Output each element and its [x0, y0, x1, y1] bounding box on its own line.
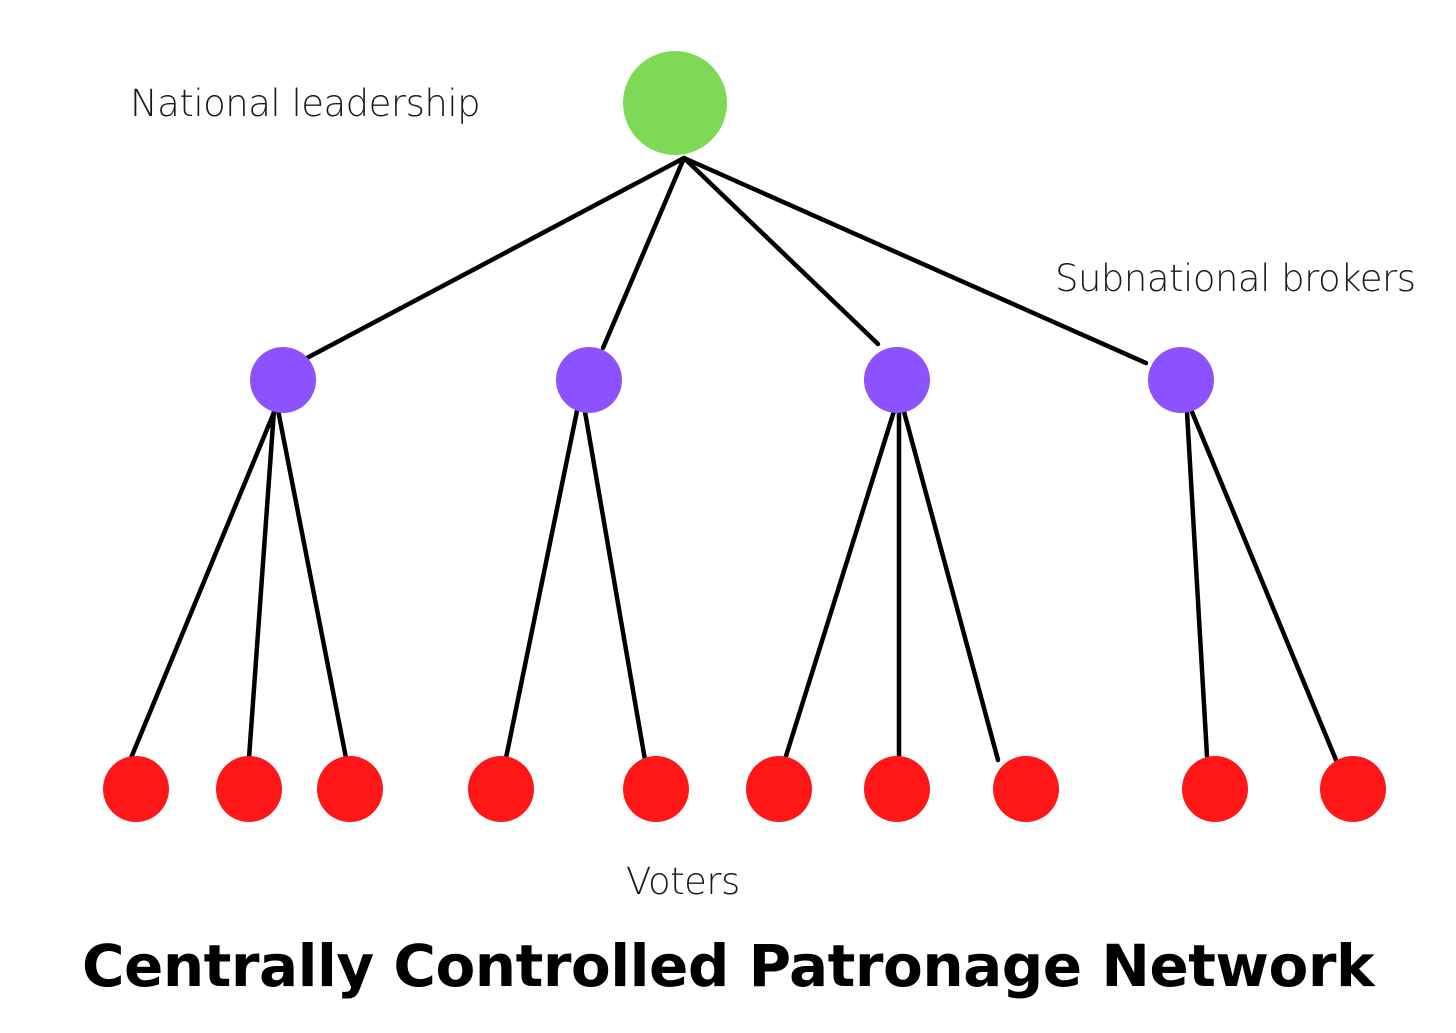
edge-national-to-broker-2	[600, 155, 687, 351]
edge-national-to-broker-4	[681, 155, 1149, 366]
edge-broker-2-to-voter-1	[503, 403, 581, 761]
edge-national-to-broker-1	[302, 155, 687, 362]
broker-2-voter-1-node	[468, 756, 534, 822]
national-leadership-label: National leadership	[130, 82, 481, 125]
broker-3-voter-3-node	[993, 756, 1059, 822]
national-leadership-node	[623, 51, 727, 155]
edge-broker-4-to-voter-1	[1184, 409, 1210, 759]
broker-2-voter-2-node	[623, 756, 689, 822]
edge-broker-1-to-voter-3	[275, 407, 349, 761]
broker-3-node	[864, 347, 930, 413]
broker-4-voter-1-node	[1182, 756, 1248, 822]
edge-broker-4-to-voter-2	[1189, 409, 1339, 763]
broker-1-voter-1-node	[103, 756, 169, 822]
diagram-title: Centrally Controlled Patronage Network	[81, 932, 1375, 1000]
edge-broker-3-to-voter-3	[900, 405, 1001, 763]
broker-3-voter-1-node	[746, 756, 812, 822]
broker-2-node	[556, 347, 622, 413]
voters-label: Voters	[626, 860, 740, 903]
broker-3-voter-2-node	[864, 756, 930, 822]
edge-national-to-broker-3	[681, 155, 881, 347]
subnational-brokers-label: Subnational brokers	[1055, 257, 1416, 300]
edge-broker-3-to-voter-1	[783, 405, 898, 759]
broker-1-voter-2-node	[216, 756, 282, 822]
edges	[128, 155, 1339, 763]
broker-4-voter-2-node	[1320, 756, 1386, 822]
edge-broker-1-to-voter-1	[128, 407, 278, 761]
broker-4-node	[1148, 347, 1214, 413]
broker-1-node	[250, 347, 316, 413]
broker-1-voter-3-node	[317, 756, 383, 822]
edge-broker-2-to-voter-2	[581, 403, 648, 763]
edge-broker-1-to-voter-2	[246, 407, 277, 761]
nodes	[103, 51, 1386, 822]
